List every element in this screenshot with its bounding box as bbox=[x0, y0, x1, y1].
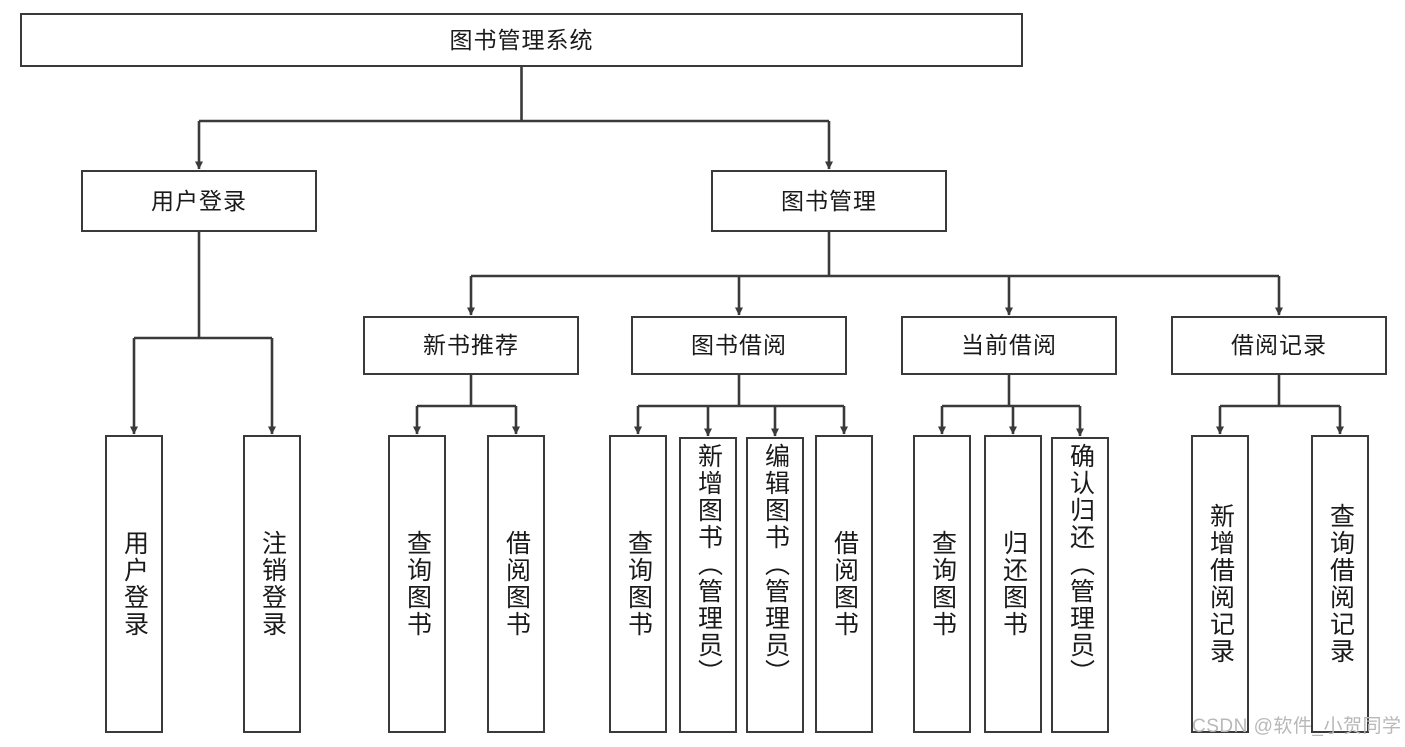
node-label: 新增借阅记录 bbox=[1206, 503, 1235, 665]
node-label: 注销登录 bbox=[258, 530, 287, 638]
node-label: 编辑图书（管理员） bbox=[761, 443, 790, 686]
node-label: 用户登录 bbox=[120, 530, 149, 638]
node-label: 借阅图书 bbox=[502, 530, 531, 638]
node-label: 用户登录 bbox=[151, 187, 247, 214]
node-label: 图书管理系统 bbox=[449, 26, 594, 53]
node-leaf-borrow-book: 借阅图书 bbox=[815, 435, 873, 733]
node-label: 新增图书（管理员） bbox=[694, 443, 723, 686]
node-leaf-edit-book-admin: 编辑图书（管理员） bbox=[746, 437, 804, 733]
node-label: 图书借阅 bbox=[691, 332, 787, 359]
node-leaf-borrow-book-recommend: 借阅图书 bbox=[487, 435, 545, 733]
node-root: 图书管理系统 bbox=[20, 13, 1023, 67]
node-book-borrow: 图书借阅 bbox=[631, 316, 847, 375]
node-leaf-return-book: 归还图书 bbox=[984, 435, 1042, 733]
node-leaf-add-book-admin: 新增图书（管理员） bbox=[679, 437, 737, 733]
node-label: 查询图书 bbox=[928, 530, 957, 638]
node-leaf-query-book-recommend: 查询图书 bbox=[388, 435, 446, 733]
node-leaf-user-login: 用户登录 bbox=[105, 435, 163, 733]
node-label: 查询图书 bbox=[403, 530, 432, 638]
node-label: 借阅图书 bbox=[830, 530, 859, 638]
node-label: 借阅记录 bbox=[1231, 332, 1327, 359]
node-borrow-records: 借阅记录 bbox=[1171, 316, 1387, 375]
node-label: 归还图书 bbox=[999, 530, 1028, 638]
node-label: 查询图书 bbox=[624, 530, 653, 638]
node-book-management: 图书管理 bbox=[711, 170, 947, 232]
node-label: 当前借阅 bbox=[961, 332, 1057, 359]
node-label: 新书推荐 bbox=[423, 332, 519, 359]
csdn-watermark: CSDN @软件_小贺同学 bbox=[1192, 716, 1402, 737]
node-leaf-query-book-borrow: 查询图书 bbox=[609, 435, 667, 733]
node-new-book-recommend: 新书推荐 bbox=[363, 316, 579, 375]
node-label: 图书管理 bbox=[781, 187, 877, 214]
node-leaf-user-logout: 注销登录 bbox=[243, 435, 301, 733]
node-label: 确认归还（管理员） bbox=[1066, 443, 1095, 686]
node-leaf-confirm-return-admin: 确认归还（管理员） bbox=[1051, 437, 1109, 733]
node-current-borrow: 当前借阅 bbox=[901, 316, 1117, 375]
node-leaf-query-borrow-record: 查询借阅记录 bbox=[1311, 435, 1369, 733]
node-leaf-query-book-current: 查询图书 bbox=[913, 435, 971, 733]
node-leaf-add-borrow-record: 新增借阅记录 bbox=[1191, 435, 1249, 733]
node-label: 查询借阅记录 bbox=[1326, 503, 1355, 665]
node-user-login: 用户登录 bbox=[81, 170, 317, 232]
